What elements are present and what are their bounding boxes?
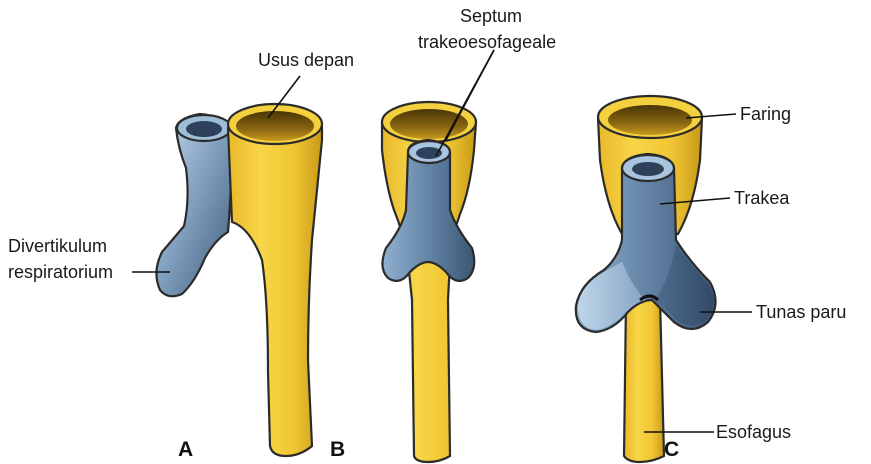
panel-c bbox=[576, 96, 716, 462]
label-esofagus: Esofagus bbox=[716, 422, 791, 442]
label-usus-depan: Usus depan bbox=[258, 50, 354, 70]
panel-a bbox=[156, 104, 322, 456]
label-septum-line1: Septum bbox=[460, 6, 522, 26]
foregut-tube-a bbox=[228, 106, 322, 456]
label-divertikulum-line2: respiratorium bbox=[8, 262, 113, 282]
respiratory-diverticulum-shape bbox=[156, 114, 232, 296]
label-divertikulum-line1: Divertikulum bbox=[8, 236, 107, 256]
label-tunas-paru: Tunas paru bbox=[756, 302, 846, 322]
panel-label-a: A bbox=[178, 438, 193, 461]
esophagus-shape bbox=[624, 296, 664, 462]
panel-b bbox=[382, 102, 476, 462]
label-trakea: Trakea bbox=[734, 188, 790, 208]
panel-label-c: C bbox=[664, 438, 679, 461]
label-faring: Faring bbox=[740, 104, 791, 124]
label-septum-line2: trakeoesofageale bbox=[418, 32, 556, 52]
panel-label-b: B bbox=[330, 438, 345, 461]
